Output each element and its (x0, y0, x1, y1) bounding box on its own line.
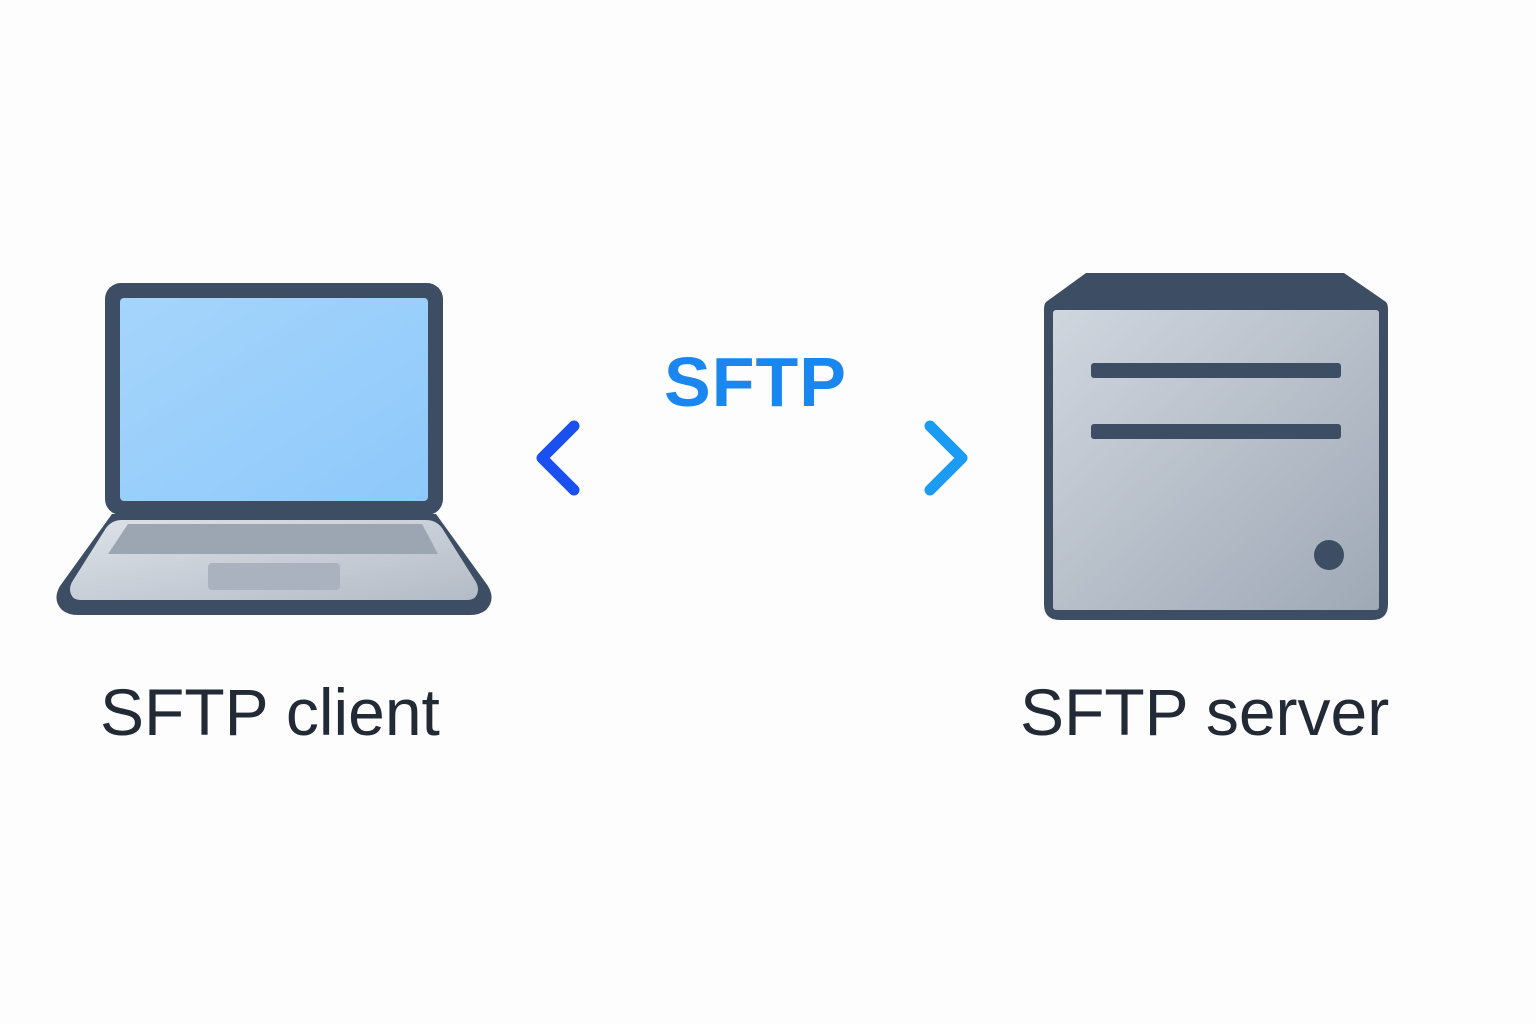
server-icon (1044, 273, 1388, 620)
protocol-label: SFTP (664, 343, 847, 421)
client-label: SFTP client (100, 675, 440, 749)
server-drive-slot-2 (1091, 424, 1341, 439)
server-drive-slot-1 (1091, 363, 1341, 378)
arrow-head-right (924, 420, 968, 496)
arrow-head-left (536, 420, 580, 496)
server-front-panel (1053, 310, 1379, 610)
bidirectional-arrow-icon (536, 420, 968, 496)
laptop-screen (120, 298, 428, 501)
laptop-touchpad (208, 563, 340, 590)
server-power-led (1314, 540, 1344, 570)
server-label: SFTP server (1020, 675, 1390, 749)
laptop-keyboard (108, 524, 438, 554)
laptop-icon (56, 283, 492, 615)
